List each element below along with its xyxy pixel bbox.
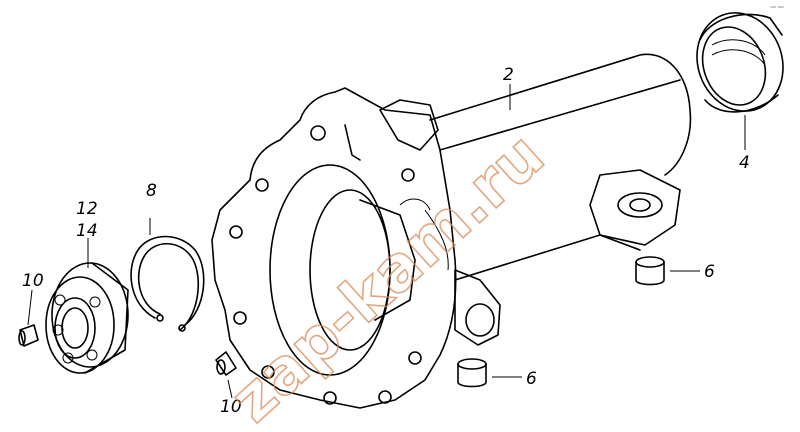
seal-cup: [696, 12, 784, 113]
pin-bottom: [215, 351, 237, 376]
pin-left: [18, 324, 39, 347]
bushing-right: [635, 256, 665, 286]
corner-code: ¹⁰⁰ ⁰⁰⁰: [770, 6, 784, 12]
watermark: zap-kam.ru: [216, 118, 558, 432]
callout-housing: 2: [503, 65, 514, 85]
callout-bushing-right: 6: [704, 262, 715, 282]
callout-snap-ring: 8: [146, 181, 157, 201]
bushing-bottom: [457, 358, 487, 388]
snap-ring: [130, 235, 205, 332]
callout-bushing-bottom: 6: [526, 369, 537, 389]
leader-lines: [27, 84, 746, 399]
callout-pin-bottom: 10: [220, 397, 242, 417]
callout-pin-left: 10: [22, 271, 44, 291]
gearbox-housing: [211, 53, 692, 409]
callout-seal: 4: [739, 153, 750, 173]
callout-bearing-a: 12: [76, 199, 98, 219]
ball-bearing: [45, 262, 129, 374]
callout-bearing-b: 14: [76, 221, 98, 241]
